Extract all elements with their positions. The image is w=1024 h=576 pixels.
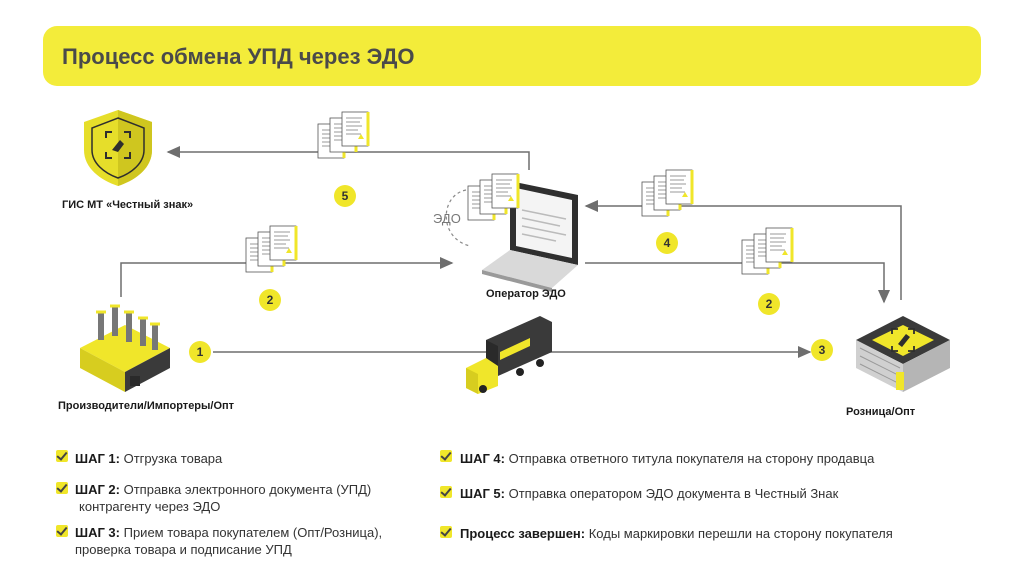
step-3: ШАГ 3: Прием товара покупателем (Опт/Роз… xyxy=(75,525,383,557)
badge-5-label: 5 xyxy=(342,189,349,203)
badge-1-label: 1 xyxy=(197,345,204,359)
shield-icon xyxy=(84,110,152,186)
check-icon xyxy=(56,482,68,494)
producers-label: Производители/Импортеры/Опт xyxy=(58,400,235,412)
badge-3: 3 xyxy=(811,339,833,361)
document-stack-icon xyxy=(640,168,694,218)
document-stack-icon xyxy=(740,226,794,276)
step-complete: Процесс завершен: Коды маркировки перешл… xyxy=(460,526,893,541)
step-1: ШАГ 1: Отгрузка товара xyxy=(75,451,223,466)
check-icon xyxy=(440,526,452,538)
page-title: Процесс обмена УПД через ЭДО xyxy=(62,44,415,69)
badge-4: 4 xyxy=(656,232,678,254)
document-stack-icon xyxy=(244,224,298,274)
step-5: ШАГ 5: Отправка оператором ЭДО документа… xyxy=(460,486,839,501)
operator-label: Оператор ЭДО xyxy=(486,288,566,300)
truck-icon xyxy=(466,316,552,394)
badge-3-label: 3 xyxy=(819,343,826,357)
laptop-icon xyxy=(482,181,578,292)
title-banner xyxy=(43,26,981,86)
gis-label: ГИС МТ «Честный знак» xyxy=(62,199,194,211)
step-2: ШАГ 2: Отправка электронного документа (… xyxy=(75,482,372,514)
step-4: ШАГ 4: Отправка ответного титула покупат… xyxy=(460,451,875,466)
badge-2b-label: 2 xyxy=(766,297,773,311)
check-icon xyxy=(440,450,452,462)
check-icon xyxy=(440,486,452,498)
badge-1: 1 xyxy=(189,341,211,363)
badge-4-label: 4 xyxy=(664,236,671,250)
check-icon xyxy=(56,450,68,462)
step-badges: 5 4 2 2 1 3 xyxy=(189,185,833,363)
check-icon xyxy=(56,525,68,537)
document-stack-icon xyxy=(316,110,370,160)
badge-2b: 2 xyxy=(758,293,780,315)
factory-icon xyxy=(80,304,170,392)
retail-label: Розница/Опт xyxy=(846,406,916,418)
warehouse-icon xyxy=(856,316,950,392)
edo-tag: ЭДО xyxy=(433,211,461,226)
badge-2a: 2 xyxy=(259,289,281,311)
badge-2a-label: 2 xyxy=(267,293,274,307)
badge-5: 5 xyxy=(334,185,356,207)
